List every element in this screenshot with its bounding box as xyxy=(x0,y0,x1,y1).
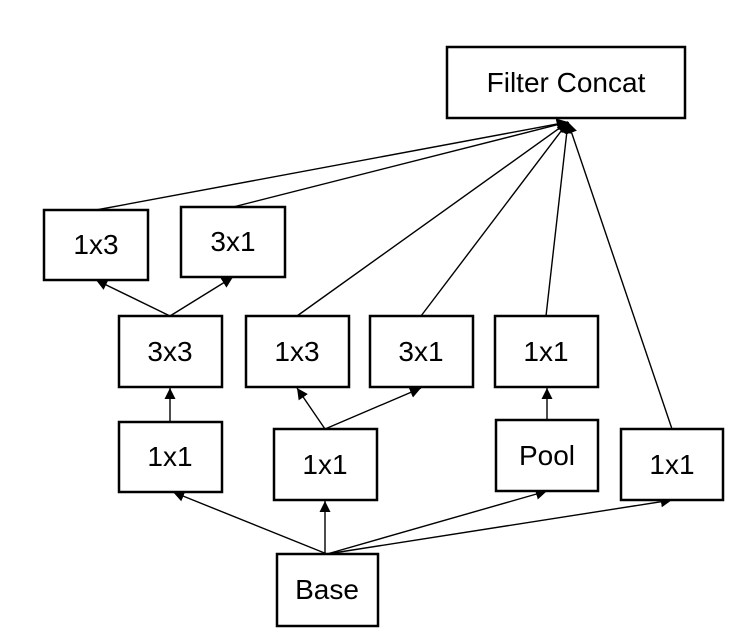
base-node: Base xyxy=(275,552,380,628)
low-1x1-b-label: 1x1 xyxy=(302,449,347,480)
edge-low-1x1-c-to-filter-concat xyxy=(566,121,673,430)
mid-1x3-node: 1x3 xyxy=(244,314,351,389)
mid-1x3-label: 1x3 xyxy=(274,336,319,367)
low-1x1-a-node: 1x1 xyxy=(117,420,224,494)
mid-3x1-label: 3x1 xyxy=(398,336,443,367)
top-1x3-label: 1x3 xyxy=(73,229,118,260)
filter-concat-node: Filter Concat xyxy=(445,45,687,120)
top-3x1-label: 3x1 xyxy=(210,226,255,257)
edge-base-to-pool xyxy=(326,488,548,555)
pool-node: Pool xyxy=(494,418,600,493)
top-3x1-node: 3x1 xyxy=(179,205,287,279)
edge-top-3x1-to-filter-concat xyxy=(232,119,569,208)
edge-top-1x3-to-filter-concat xyxy=(95,118,569,211)
mid-3x1-node: 3x1 xyxy=(368,314,475,389)
edges-layer xyxy=(95,118,673,555)
mid-1x1-node: 1x1 xyxy=(493,314,600,389)
pool-label: Pool xyxy=(519,440,575,471)
top-1x3-node: 1x3 xyxy=(42,208,150,282)
mid-3x3-label: 3x3 xyxy=(147,336,192,367)
low-1x1-a-label: 1x1 xyxy=(147,441,192,472)
nodes-layer: Filter Concat 1x3 3x1 3x3 1x3 3x1 1x1 xyxy=(42,45,725,628)
low-1x1-c-label: 1x1 xyxy=(649,449,694,480)
base-label: Base xyxy=(295,574,359,605)
edge-mid-1x1-to-filter-concat xyxy=(545,121,573,317)
mid-3x3-node: 3x3 xyxy=(117,314,224,389)
edge-base-to-low-1x1-c xyxy=(326,496,673,555)
edge-mid-3x3-to-top-1x3 xyxy=(95,279,171,317)
edge-mid-3x1-to-filter-concat xyxy=(420,121,569,317)
mid-1x1-label: 1x1 xyxy=(523,336,568,367)
filter-concat-label: Filter Concat xyxy=(487,67,646,98)
low-1x1-c-node: 1x1 xyxy=(619,427,725,502)
edge-low-1x1-b-to-mid-1x3 xyxy=(296,387,326,430)
edge-mid-1x3-to-filter-concat xyxy=(296,121,569,317)
low-1x1-b-node: 1x1 xyxy=(272,427,379,502)
edge-low-1x1-b-to-mid-3x1 xyxy=(324,387,422,430)
edge-mid-3x3-to-top-3x1 xyxy=(169,276,234,317)
edge-base-to-low-1x1-a xyxy=(172,490,328,555)
